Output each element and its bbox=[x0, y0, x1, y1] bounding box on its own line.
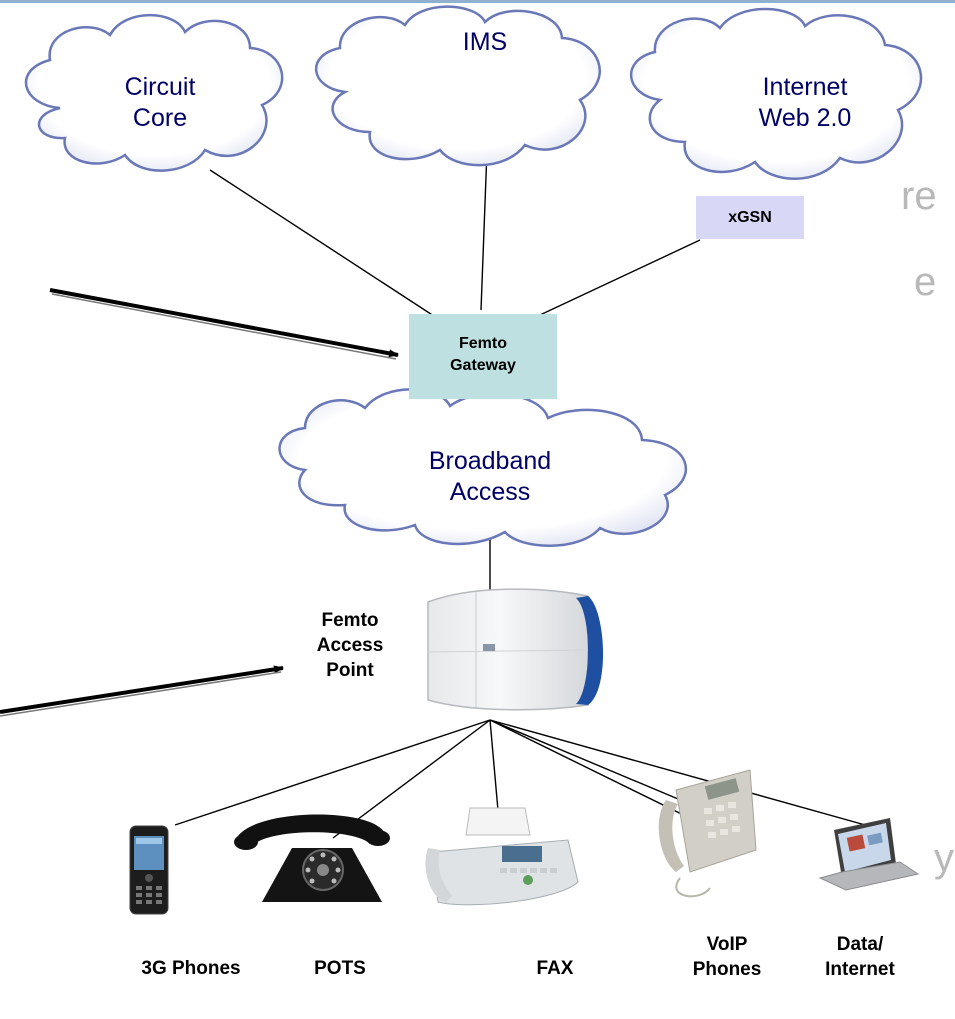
arrow-to-access-point bbox=[0, 665, 284, 714]
cropped-text-fragment: y bbox=[934, 836, 954, 880]
femto-gateway-box: Femto Gateway bbox=[409, 314, 557, 399]
femto-access-point-device bbox=[427, 588, 604, 711]
pots-phone-image bbox=[234, 814, 390, 902]
cropped-text-fragment: e bbox=[914, 260, 937, 304]
link-ap-3gphone bbox=[174, 719, 491, 826]
device-label-3g-phones: 3G Phones bbox=[141, 958, 241, 979]
cloud-internet bbox=[629, 7, 923, 180]
xgsn-box: xGSN bbox=[696, 196, 804, 239]
slide-top-rule bbox=[0, 0, 955, 3]
fax-machine-image bbox=[425, 807, 579, 906]
arrow-to-gateway bbox=[49, 288, 399, 358]
arrow-to-gateway-shadow bbox=[51, 293, 397, 360]
cloud-circuit-core bbox=[24, 13, 284, 172]
laptop-image bbox=[818, 818, 920, 891]
device-label-fax: FAX bbox=[536, 958, 574, 979]
arrow-to-access-point-shadow bbox=[0, 671, 282, 717]
link-ap-pots bbox=[332, 719, 491, 839]
cloud-label-internet: Internet Web 2.0 bbox=[758, 73, 852, 132]
cloud-label-broadband: Broadband Access bbox=[428, 447, 552, 506]
cloud-label-ims: IMS bbox=[462, 28, 508, 56]
device-label-data-internet: Data/ Internet bbox=[825, 934, 895, 980]
voip-phone-image bbox=[658, 769, 757, 898]
cloud-ims bbox=[314, 5, 601, 167]
link-ims-gateway bbox=[480, 149, 488, 311]
link-circuitcore-gateway bbox=[209, 169, 441, 321]
3g-phone-image bbox=[129, 825, 169, 915]
cropped-text-fragment: re bbox=[901, 174, 937, 218]
device-label-voip-phones: VoIP Phones bbox=[692, 934, 762, 980]
link-xgsn-gateway bbox=[539, 239, 701, 316]
link-ap-data bbox=[489, 719, 877, 829]
femto-access-point-label: Femto Access Point bbox=[316, 610, 384, 681]
pointer-arrows bbox=[0, 288, 399, 717]
device-label-pots: POTS bbox=[314, 958, 366, 979]
cloud-broadband bbox=[278, 388, 688, 547]
cloud-label-circuit-core: Circuit Core bbox=[124, 73, 196, 132]
